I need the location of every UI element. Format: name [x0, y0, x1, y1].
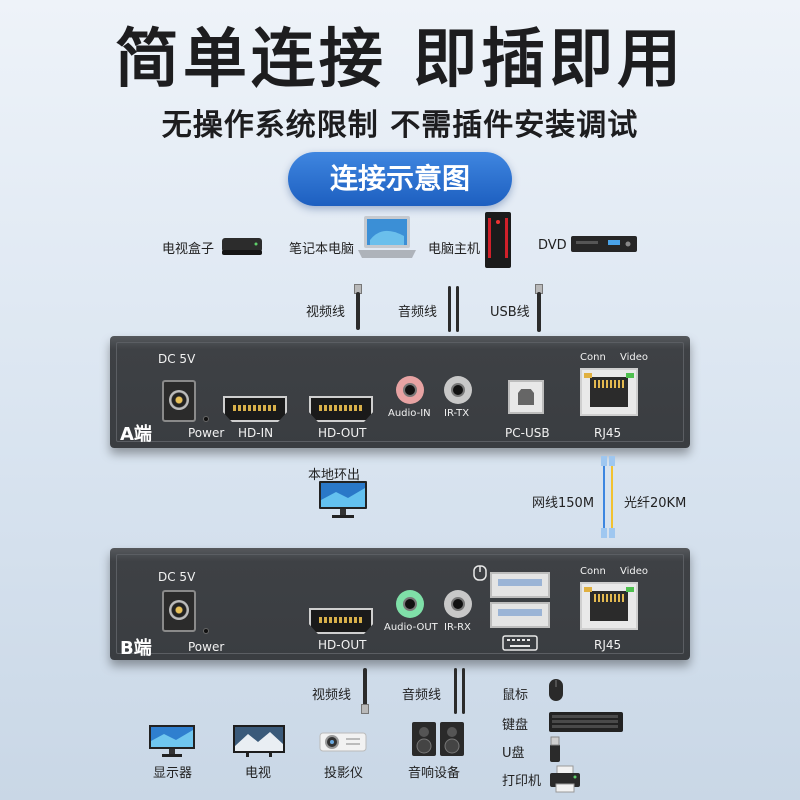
unit-b-ir-rx-jack [444, 590, 472, 618]
laptop-icon [358, 216, 416, 258]
audio-cable-bottom-2 [462, 668, 465, 714]
cable-label-audio-top: 音频线 [398, 305, 438, 320]
output-label-monitor: 显示器 [153, 766, 193, 781]
unit-a-pc-usb-label: PC-USB [505, 426, 550, 440]
unit-b-hd-out-label: HD-OUT [318, 638, 367, 652]
unit-b-mouse-port-icon [473, 565, 487, 581]
printer-icon [550, 765, 580, 793]
output-label-tv: 电视 [245, 766, 272, 781]
usb-drive-icon [550, 736, 560, 762]
unit-b-hd-out-port [309, 608, 373, 634]
tv-box-icon [222, 238, 262, 255]
unit-b-usb-a-port-1 [490, 572, 550, 598]
source-label-dvd: DVD [538, 238, 567, 253]
unit-a-audio-in-jack [396, 376, 424, 404]
monitor-icon [149, 725, 195, 757]
peripheral-label-usb-drive: U盘 [502, 746, 525, 761]
unit-a-hd-out-label: HD-OUT [318, 426, 367, 440]
source-label-laptop: 笔记本电脑 [289, 242, 355, 257]
unit-a-hd-in-port [223, 396, 287, 422]
unit-b-dc-jack [162, 590, 196, 632]
unit-b-ir-rx-label: IR-RX [444, 622, 471, 633]
unit-a-dc-jack [162, 380, 196, 422]
unit-a-tag: A端 [120, 424, 152, 445]
usb-cable-top [537, 292, 541, 332]
unit-a-rj45-label: RJ45 [594, 426, 622, 440]
unit-a-video-label: Video [620, 352, 649, 363]
output-label-speaker: 音响设备 [408, 766, 461, 781]
unit-a-box: DC 5V A端 Power HD-IN HD-OUT Audio-IN IR-… [110, 336, 690, 448]
source-label-pc: 电脑主机 [428, 242, 481, 257]
unit-b-box: DC 5V B端 Power HD-OUT Audio-OUT IR-RX Co… [110, 548, 690, 660]
page-title: 简单连接 即插即用 [114, 23, 686, 97]
video-cable-bottom [363, 668, 367, 706]
local-loop-label: 本地环出 [308, 468, 361, 483]
peripheral-label-mouse: 鼠标 [502, 688, 529, 703]
pc-tower-icon [485, 212, 511, 268]
cable-label-audio-bottom: 音频线 [402, 688, 442, 703]
video-cable-bottom-plug [361, 704, 369, 714]
unit-b-keyboard-port-icon [502, 635, 538, 651]
unit-b-tag: B端 [120, 638, 152, 659]
cable-label-usb-top: USB线 [490, 305, 530, 320]
unit-b-power-label: Power [188, 640, 225, 654]
keyboard-icon [549, 712, 623, 732]
page-subtitle: 无操作系统限制 不需插件安装调试 [161, 108, 639, 143]
speaker-icon [412, 722, 464, 756]
unit-a-power-led [203, 416, 209, 422]
unit-b-usb-a-port-2 [490, 602, 550, 628]
unit-b-power-led [203, 628, 209, 634]
unit-b-audio-out-label: Audio-OUT [384, 622, 438, 633]
unit-b-dc-label: DC 5V [158, 570, 196, 584]
unit-a-hd-out-port [309, 396, 373, 422]
unit-a-rj45-port [580, 368, 638, 416]
unit-b-video-label: Video [620, 566, 649, 577]
link-cable-label: 网线150M [532, 496, 595, 511]
projector-icon [319, 732, 367, 752]
mouse-icon [549, 679, 563, 701]
unit-a-conn-label: Conn [580, 352, 606, 363]
unit-a-dc-label: DC 5V [158, 352, 196, 366]
peripheral-label-printer: 打印机 [502, 774, 542, 789]
source-label-tv-box: 电视盒子 [162, 242, 215, 257]
unit-a-power-label: Power [188, 426, 225, 440]
tv-icon [233, 725, 285, 757]
unit-a-usb-b-port [508, 380, 544, 414]
output-label-projector: 投影仪 [324, 766, 364, 781]
cable-label-video-top: 视频线 [306, 305, 346, 320]
link-fiber-label: 光纤20KM [624, 496, 687, 511]
audio-cable-top-1 [448, 286, 451, 332]
cable-label-video-bottom: 视频线 [312, 688, 352, 703]
local-loop-monitor-icon [319, 481, 367, 518]
unit-b-rj45-port [580, 582, 638, 630]
unit-b-rj45-label: RJ45 [594, 638, 622, 652]
unit-a-audio-in-label: Audio-IN [388, 408, 431, 419]
dvd-player-icon [571, 236, 637, 252]
unit-a-ir-tx-label: IR-TX [444, 408, 470, 419]
unit-b-audio-out-jack [396, 590, 424, 618]
video-cable-top [356, 292, 360, 330]
unit-a-hd-in-label: HD-IN [238, 426, 274, 440]
audio-cable-top-2 [456, 286, 459, 332]
peripheral-label-keyboard: 键盘 [502, 718, 529, 733]
unit-b-conn-label: Conn [580, 566, 606, 577]
audio-cable-bottom-1 [454, 668, 457, 714]
unit-a-ir-tx-jack [444, 376, 472, 404]
diagram-badge: 连接示意图 [288, 152, 512, 206]
network-fiber-cable-icon [601, 456, 615, 538]
